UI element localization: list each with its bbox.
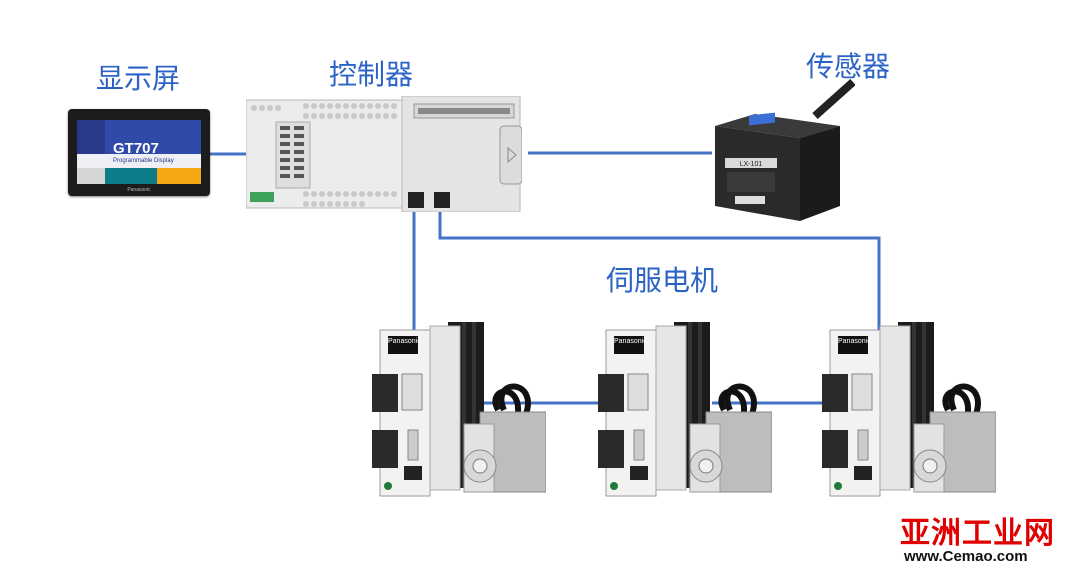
display-label: 显示屏 <box>96 62 181 95</box>
sensor-amplifier: LX-101 <box>705 76 856 226</box>
servo-3-brand: Panasonic <box>838 338 871 345</box>
controller-label: 控制器 <box>329 58 414 91</box>
hmi-brand-text: Panasonic <box>127 187 151 193</box>
watermark-site-url: www.Cemao.com <box>904 548 1028 565</box>
servo-1-brand: Panasonic <box>388 338 421 345</box>
watermark-site-name: 亚洲工业网 <box>900 516 1055 551</box>
servo-label: 伺服电机 <box>606 264 719 297</box>
hmi-subtitle-text: Programmable Display <box>113 158 174 164</box>
wire-controller-servo-3 <box>438 205 881 332</box>
sensor-model-text: LX-101 <box>740 161 763 168</box>
hmi-display: GT707 Programmable Display Panasonic <box>68 109 210 196</box>
sensor-label: 传感器 <box>806 50 891 83</box>
servo-unit-2: Panasonic <box>594 318 773 502</box>
servo-2-brand: Panasonic <box>614 338 647 345</box>
hmi-model-text: GT707 <box>113 140 159 157</box>
servo-unit-1: Panasonic <box>368 318 547 502</box>
hmi-screen: GT707 Programmable Display <box>77 120 201 184</box>
plc-controller <box>245 95 523 213</box>
servo-unit-3: Panasonic <box>818 318 997 502</box>
